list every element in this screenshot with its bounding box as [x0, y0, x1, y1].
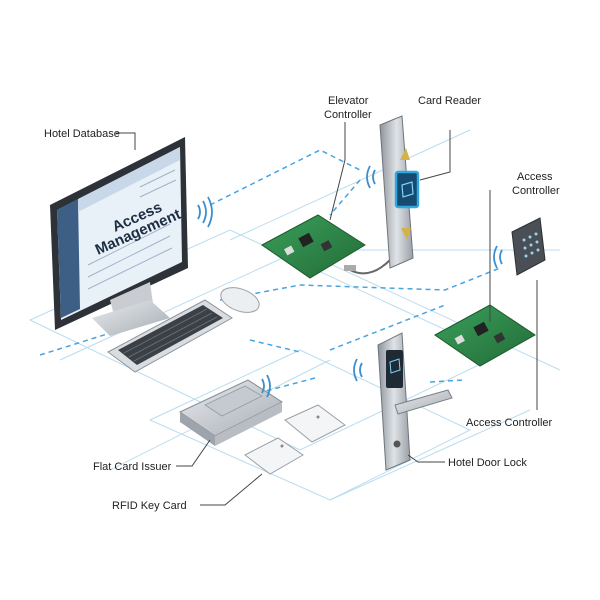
label-hotel-database: Hotel Database [44, 128, 120, 140]
access-controller-board [434, 304, 536, 367]
keypad-icon [522, 232, 540, 258]
arrow-down-icon [401, 228, 411, 240]
hotel-door-lock [377, 332, 453, 471]
label-rfid-key-card: RFID Key Card [112, 500, 187, 512]
label-card-reader: Card Reader [418, 95, 481, 107]
wifi-signal-icon [366, 165, 376, 189]
wifi-signal-icon [197, 196, 213, 228]
label-hotel-door-lock: Hotel Door Lock [448, 457, 527, 469]
monitor: Access Management [50, 137, 188, 336]
access-controller-keypad [511, 217, 546, 276]
label-elevator-controller-line1: Elevator [328, 95, 369, 107]
label-access-controller-top-line2: Controller [512, 185, 560, 197]
label-access-controller-bottom: Access Controller [466, 417, 553, 429]
wifi-signal-icon [261, 374, 271, 398]
door-handle [394, 389, 453, 415]
card-reader-panel [379, 115, 420, 269]
label-elevator-controller-line2: Controller [324, 109, 372, 121]
contactless-card-icon [389, 358, 401, 374]
contactless-card-icon [401, 181, 414, 198]
wifi-signal-icon [353, 358, 363, 382]
wifi-signal-icon [493, 245, 503, 269]
elevator-controller-board [261, 214, 411, 279]
leader-lines [116, 122, 538, 506]
label-access-controller-top-line1: Access [517, 171, 553, 183]
flat-card-issuer [178, 379, 284, 446]
keyboard [107, 299, 233, 373]
mouse [220, 287, 260, 313]
rfid-key-cards [244, 404, 346, 475]
connection-lines [39, 149, 501, 393]
arrow-up-icon [400, 148, 410, 160]
label-flat-card-issuer: Flat Card Issuer [93, 461, 172, 473]
